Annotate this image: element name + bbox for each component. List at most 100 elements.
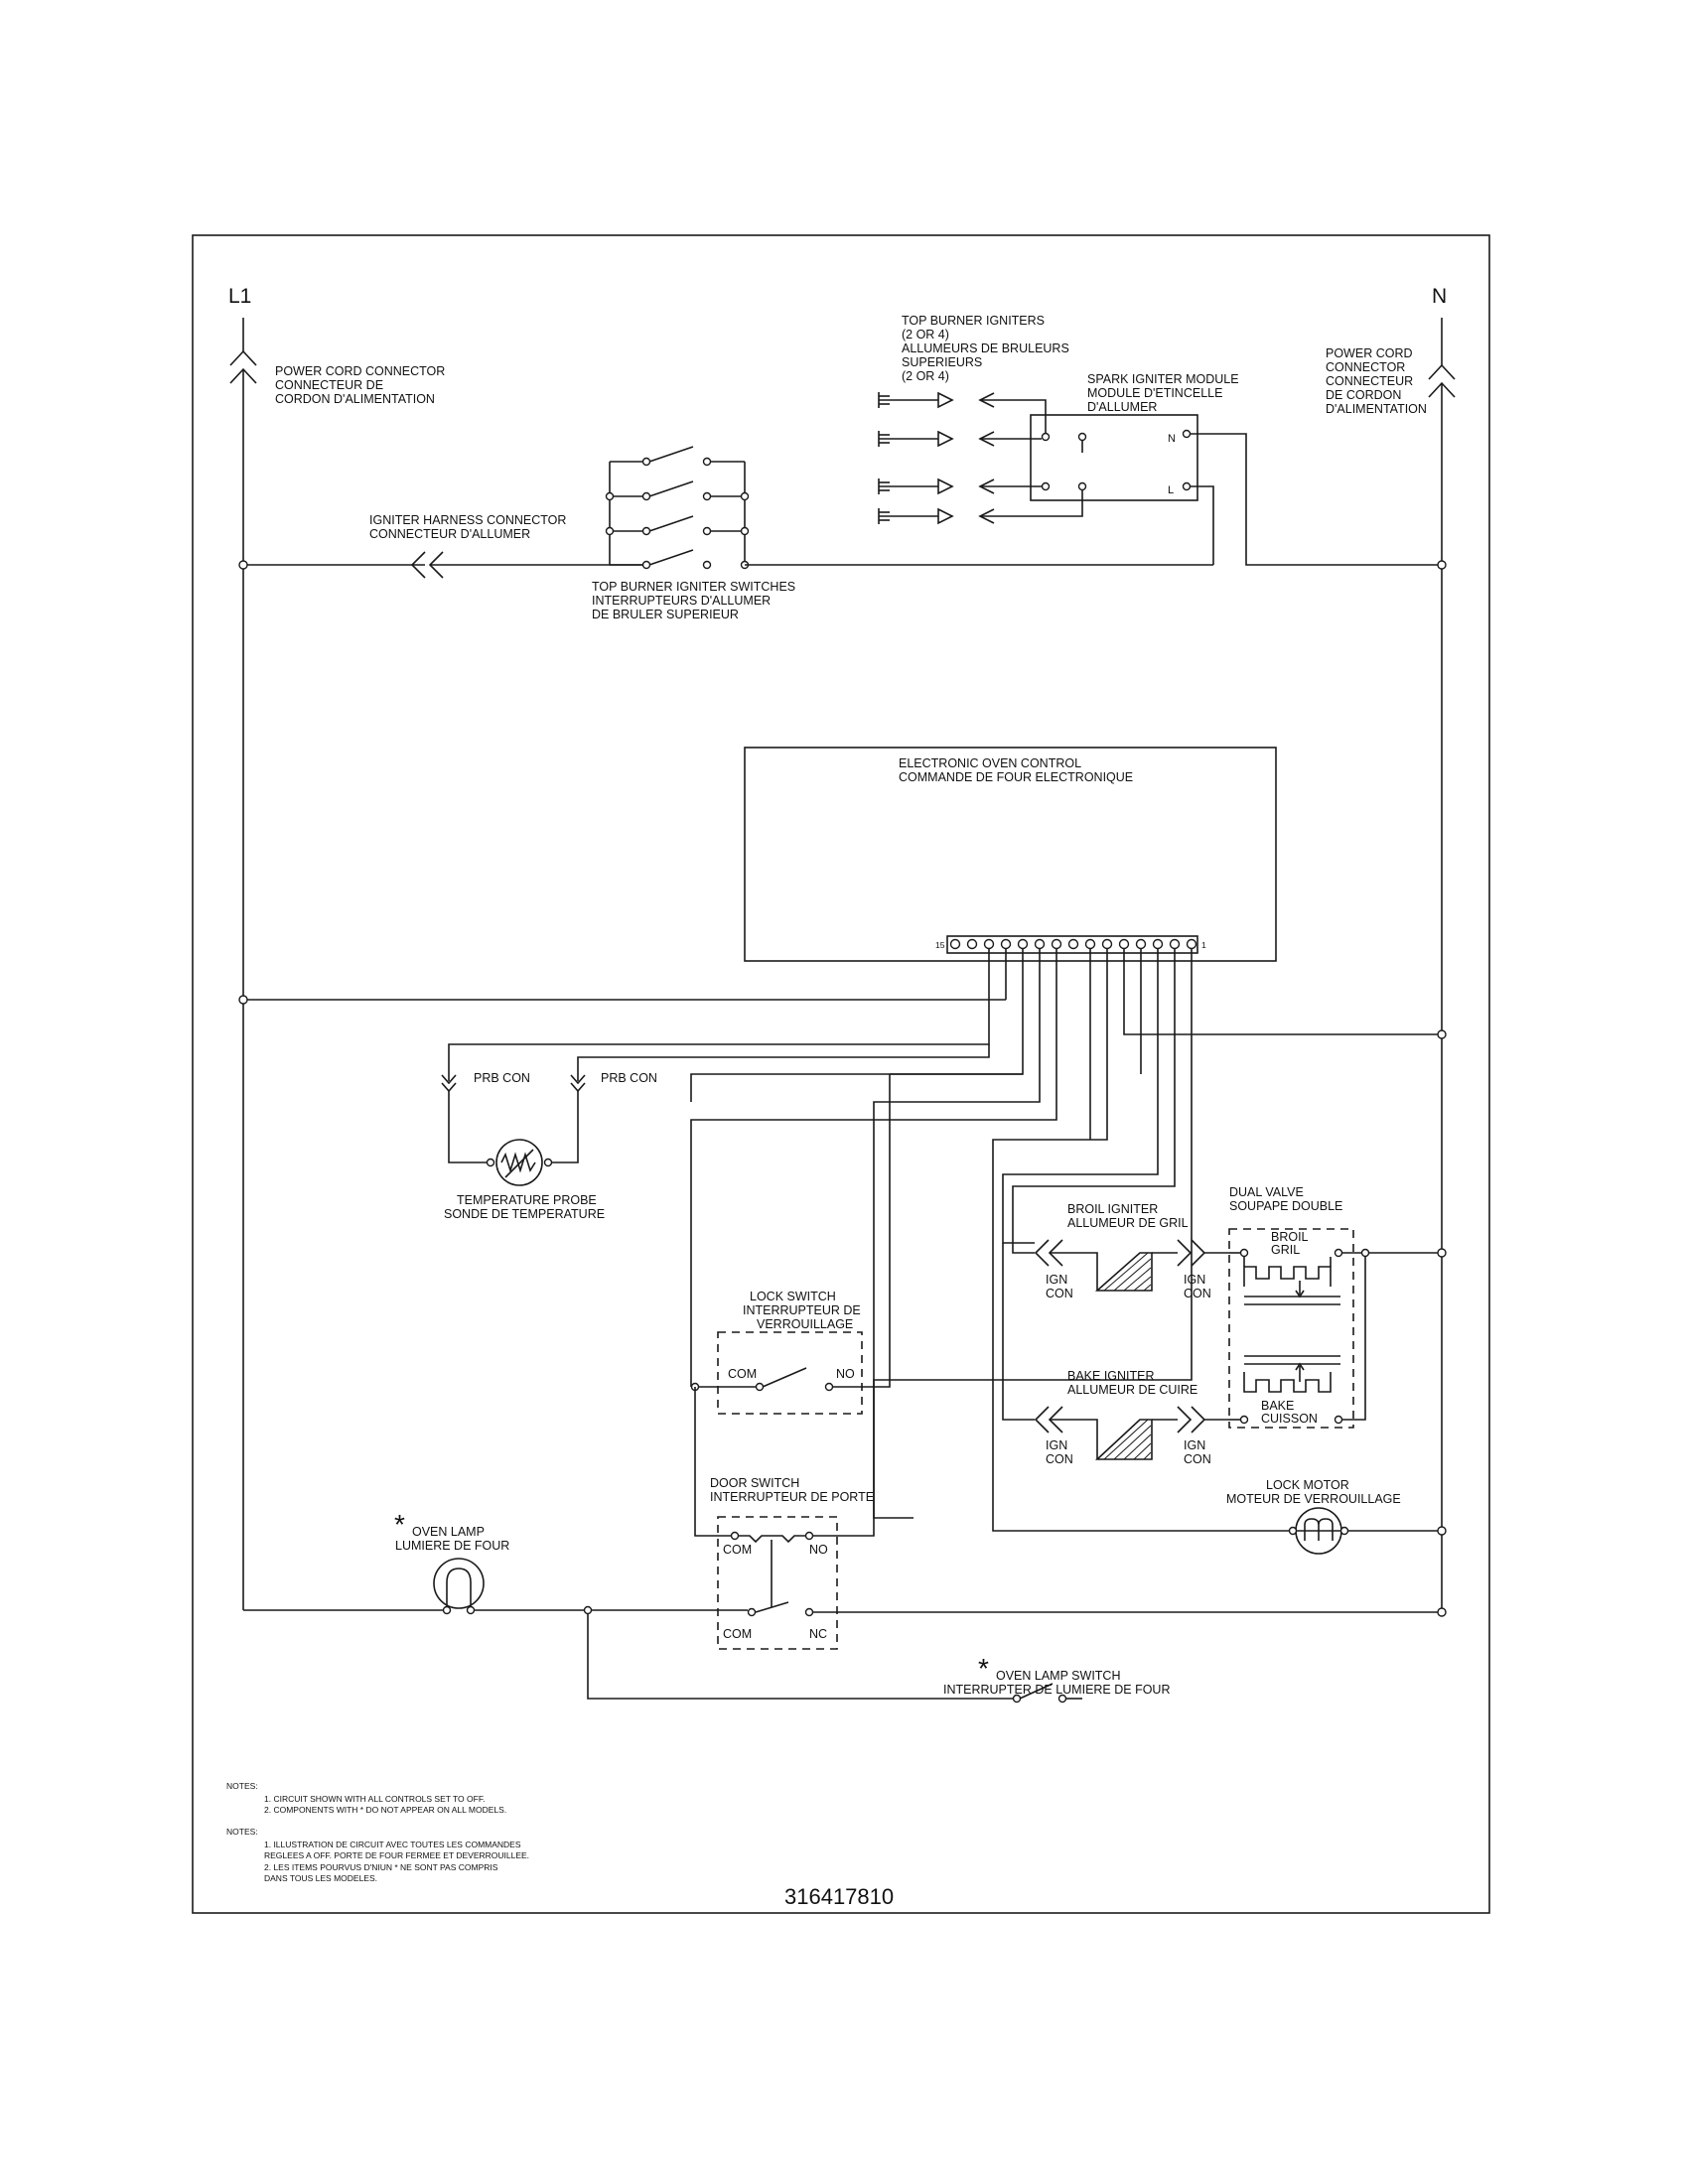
- dual-valve: DUAL VALVE SOUPAPE DOUBLE BROIL GRIL BAK…: [1228, 1185, 1442, 1429]
- svg-text:NO: NO: [836, 1367, 855, 1381]
- svg-text:CONNECTEUR: CONNECTEUR: [1326, 374, 1413, 388]
- control-wiring: [243, 948, 1442, 1532]
- svg-text:BROIL: BROIL: [1271, 1230, 1309, 1244]
- svg-text:CORDON D'ALIMENTATION: CORDON D'ALIMENTATION: [275, 392, 435, 406]
- junction-dot: [1437, 560, 1447, 570]
- control-terminal-block: 15 1: [935, 935, 1206, 954]
- junction-dot: [1437, 1526, 1447, 1536]
- svg-text:COM: COM: [723, 1627, 752, 1641]
- svg-text:BROIL IGNITER: BROIL IGNITER: [1067, 1202, 1158, 1216]
- svg-text:LOCK SWITCH: LOCK SWITCH: [750, 1290, 836, 1303]
- svg-text:POWER CORD CONNECTOR: POWER CORD CONNECTOR: [275, 364, 445, 378]
- svg-text:TOP BURNER IGNITERS: TOP BURNER IGNITERS: [902, 314, 1045, 328]
- svg-text:INTERRUPTEURS D'ALLUMER: INTERRUPTEURS D'ALLUMER: [592, 594, 771, 608]
- svg-text:1: 1: [1201, 940, 1206, 950]
- svg-text:ALLUMEURS DE BRULEURS: ALLUMEURS DE BRULEURS: [902, 341, 1069, 355]
- svg-text:SPARK IGNITER MODULE: SPARK IGNITER MODULE: [1087, 372, 1239, 386]
- svg-text:MOTEUR DE VERROUILLAGE: MOTEUR DE VERROUILLAGE: [1226, 1492, 1401, 1506]
- top-burner-igniters-label: TOP BURNER IGNITERS (2 OR 4) ALLUMEURS D…: [902, 314, 1069, 383]
- svg-text:*: *: [394, 1509, 405, 1540]
- svg-text:DANS TOUS LES MODELES.: DANS TOUS LES MODELES.: [264, 1873, 377, 1883]
- svg-text:TOP BURNER IGNITER SWITCHES: TOP BURNER IGNITER SWITCHES: [592, 580, 795, 594]
- svg-text:POWER CORD: POWER CORD: [1326, 346, 1413, 360]
- svg-text:2. COMPONENTS WITH * DO NOT: 2. COMPONENTS WITH * DO NOT APPEAR ON AL…: [264, 1805, 506, 1815]
- svg-text:(2 OR 4): (2 OR 4): [902, 328, 949, 341]
- junction-dot: [1437, 1029, 1447, 1039]
- svg-text:1. CIRCUIT SHOWN WITH ALL CO: 1. CIRCUIT SHOWN WITH ALL CONTROLS SET T…: [264, 1794, 485, 1804]
- svg-text:TEMPERATURE PROBE: TEMPERATURE PROBE: [457, 1193, 597, 1207]
- svg-text:DUAL VALVE: DUAL VALVE: [1229, 1185, 1304, 1199]
- power-cord-connector-left: POWER CORD CONNECTOR CONNECTEUR DE CORDO…: [275, 364, 445, 406]
- svg-text:1. ILLUSTRATION DE CIRCUIT A: 1. ILLUSTRATION DE CIRCUIT AVEC TOUTES L…: [264, 1840, 521, 1849]
- svg-text:CON: CON: [1046, 1452, 1073, 1466]
- svg-text:CONNECTEUR DE: CONNECTEUR DE: [275, 378, 383, 392]
- junction-dot: [238, 995, 248, 1005]
- svg-text:CONNECTEUR D'ALLUMER: CONNECTEUR D'ALLUMER: [369, 527, 530, 541]
- svg-text:BAKE: BAKE: [1261, 1399, 1294, 1413]
- n-label: N: [1432, 285, 1447, 308]
- svg-text:OVEN LAMP: OVEN LAMP: [412, 1525, 485, 1539]
- temperature-probe: PRB CON PRB CON TEMPERATURE PROBE SONDE …: [441, 1071, 657, 1221]
- junction-dot: [1360, 1248, 1370, 1258]
- top-burner-igniter-switches: TOP BURNER IGNITER SWITCHES INTERRUPTEUR…: [592, 446, 795, 621]
- svg-text:N: N: [1168, 433, 1176, 445]
- svg-text:15: 15: [935, 940, 945, 950]
- svg-text:LOCK MOTOR: LOCK MOTOR: [1266, 1478, 1349, 1492]
- svg-text:NOTES:: NOTES:: [226, 1827, 258, 1837]
- svg-text:IGN: IGN: [1184, 1438, 1205, 1452]
- bottom-wiring: [243, 1609, 1442, 1704]
- svg-text:CON: CON: [1184, 1452, 1211, 1466]
- part-number: 316417810: [784, 1884, 894, 1909]
- oven-lamp-switch: * OVEN LAMP SWITCH INTERRUPTER DE LUMIER…: [943, 1653, 1171, 1697]
- svg-text:L: L: [1168, 484, 1174, 496]
- svg-text:CON: CON: [1184, 1287, 1211, 1300]
- lock-motor: LOCK MOTOR MOTEUR DE VERROUILLAGE: [1226, 1478, 1401, 1555]
- bake-igniter: BAKE IGNITER ALLUMEUR DE CUIRE IGN CON I…: [1002, 1243, 1229, 1466]
- svg-text:GRIL: GRIL: [1271, 1243, 1300, 1257]
- svg-text:(2 OR 4): (2 OR 4): [902, 369, 949, 383]
- svg-text:CON: CON: [1046, 1287, 1073, 1300]
- junction-dot: [238, 560, 248, 570]
- spark-igniter-module: SPARK IGNITER MODULE MODULE D'ETINCELLE …: [1030, 372, 1442, 566]
- svg-text:D'ALIMENTATION: D'ALIMENTATION: [1326, 402, 1427, 416]
- svg-text:MODULE D'ETINCELLE: MODULE D'ETINCELLE: [1087, 386, 1222, 400]
- svg-text:ALLUMEUR DE GRIL: ALLUMEUR DE GRIL: [1067, 1216, 1189, 1230]
- power-cord-connector-right: POWER CORD CONNECTOR CONNECTEUR DE CORDO…: [1326, 346, 1427, 416]
- notes: NOTES: 1. CIRCUIT SHOWN WITH ALL CONTROL…: [226, 1781, 529, 1883]
- svg-text:SOUPAPE DOUBLE: SOUPAPE DOUBLE: [1229, 1199, 1342, 1213]
- svg-text:VERROUILLAGE: VERROUILLAGE: [757, 1317, 853, 1331]
- svg-text:IGN: IGN: [1046, 1273, 1067, 1287]
- svg-text:IGN: IGN: [1046, 1438, 1067, 1452]
- electronic-oven-control: ELECTRONIC OVEN CONTROL COMMANDE DE FOUR…: [744, 747, 1277, 962]
- svg-text:ELECTRONIC OVEN CONTROL: ELECTRONIC OVEN CONTROL: [899, 756, 1081, 770]
- svg-text:NC: NC: [809, 1627, 827, 1641]
- junction-dot: [1437, 1607, 1447, 1617]
- lock-switch: LOCK SWITCH INTERRUPTEUR DE VERROUILLAGE…: [695, 1073, 1023, 1415]
- diagram-frame: [192, 234, 1490, 1914]
- l1-bus: [229, 318, 257, 1610]
- svg-text:DE BRULER SUPERIEUR: DE BRULER SUPERIEUR: [592, 608, 739, 621]
- top-burner-igniter-electrodes: [878, 391, 1083, 525]
- svg-text:CONNECTOR: CONNECTOR: [1326, 360, 1405, 374]
- svg-text:BAKE IGNITER: BAKE IGNITER: [1067, 1369, 1155, 1383]
- svg-text:REGLEES A OFF. PORTE DE FOUR: REGLEES A OFF. PORTE DE FOUR FERMEE ET D…: [264, 1850, 529, 1860]
- svg-text:CUISSON: CUISSON: [1261, 1412, 1318, 1426]
- svg-text:D'ALLUMER: D'ALLUMER: [1087, 400, 1157, 414]
- svg-text:COM: COM: [728, 1367, 757, 1381]
- svg-text:SUPERIEURS: SUPERIEURS: [902, 355, 982, 369]
- svg-text:2. LES ITEMS POURVUS D'NIUN: 2. LES ITEMS POURVUS D'NIUN * NE SONT PA…: [264, 1862, 498, 1872]
- oven-lamp: * OVEN LAMP LUMIERE DE FOUR: [394, 1509, 509, 1615]
- junction-dot: [1437, 1248, 1447, 1258]
- svg-text:PRB CON: PRB CON: [601, 1071, 657, 1085]
- svg-text:COMMANDE DE FOUR ELECTRONIQUE: COMMANDE DE FOUR ELECTRONIQUE: [899, 770, 1133, 784]
- svg-text:DE CORDON: DE CORDON: [1326, 388, 1401, 402]
- svg-text:INTERRUPTER DE LUMIERE DE FOUR: INTERRUPTER DE LUMIERE DE FOUR: [943, 1683, 1171, 1697]
- svg-text:ALLUMEUR DE CUIRE: ALLUMEUR DE CUIRE: [1067, 1383, 1197, 1397]
- svg-text:LUMIERE DE FOUR: LUMIERE DE FOUR: [395, 1539, 509, 1553]
- svg-text:NOTES:: NOTES:: [226, 1781, 258, 1791]
- svg-text:PRB CON: PRB CON: [474, 1071, 530, 1085]
- svg-text:INTERRUPTEUR DE PORTE: INTERRUPTEUR DE PORTE: [710, 1490, 874, 1504]
- l1-label: L1: [228, 285, 251, 308]
- svg-text:COM: COM: [723, 1543, 752, 1557]
- svg-text:*: *: [978, 1653, 989, 1684]
